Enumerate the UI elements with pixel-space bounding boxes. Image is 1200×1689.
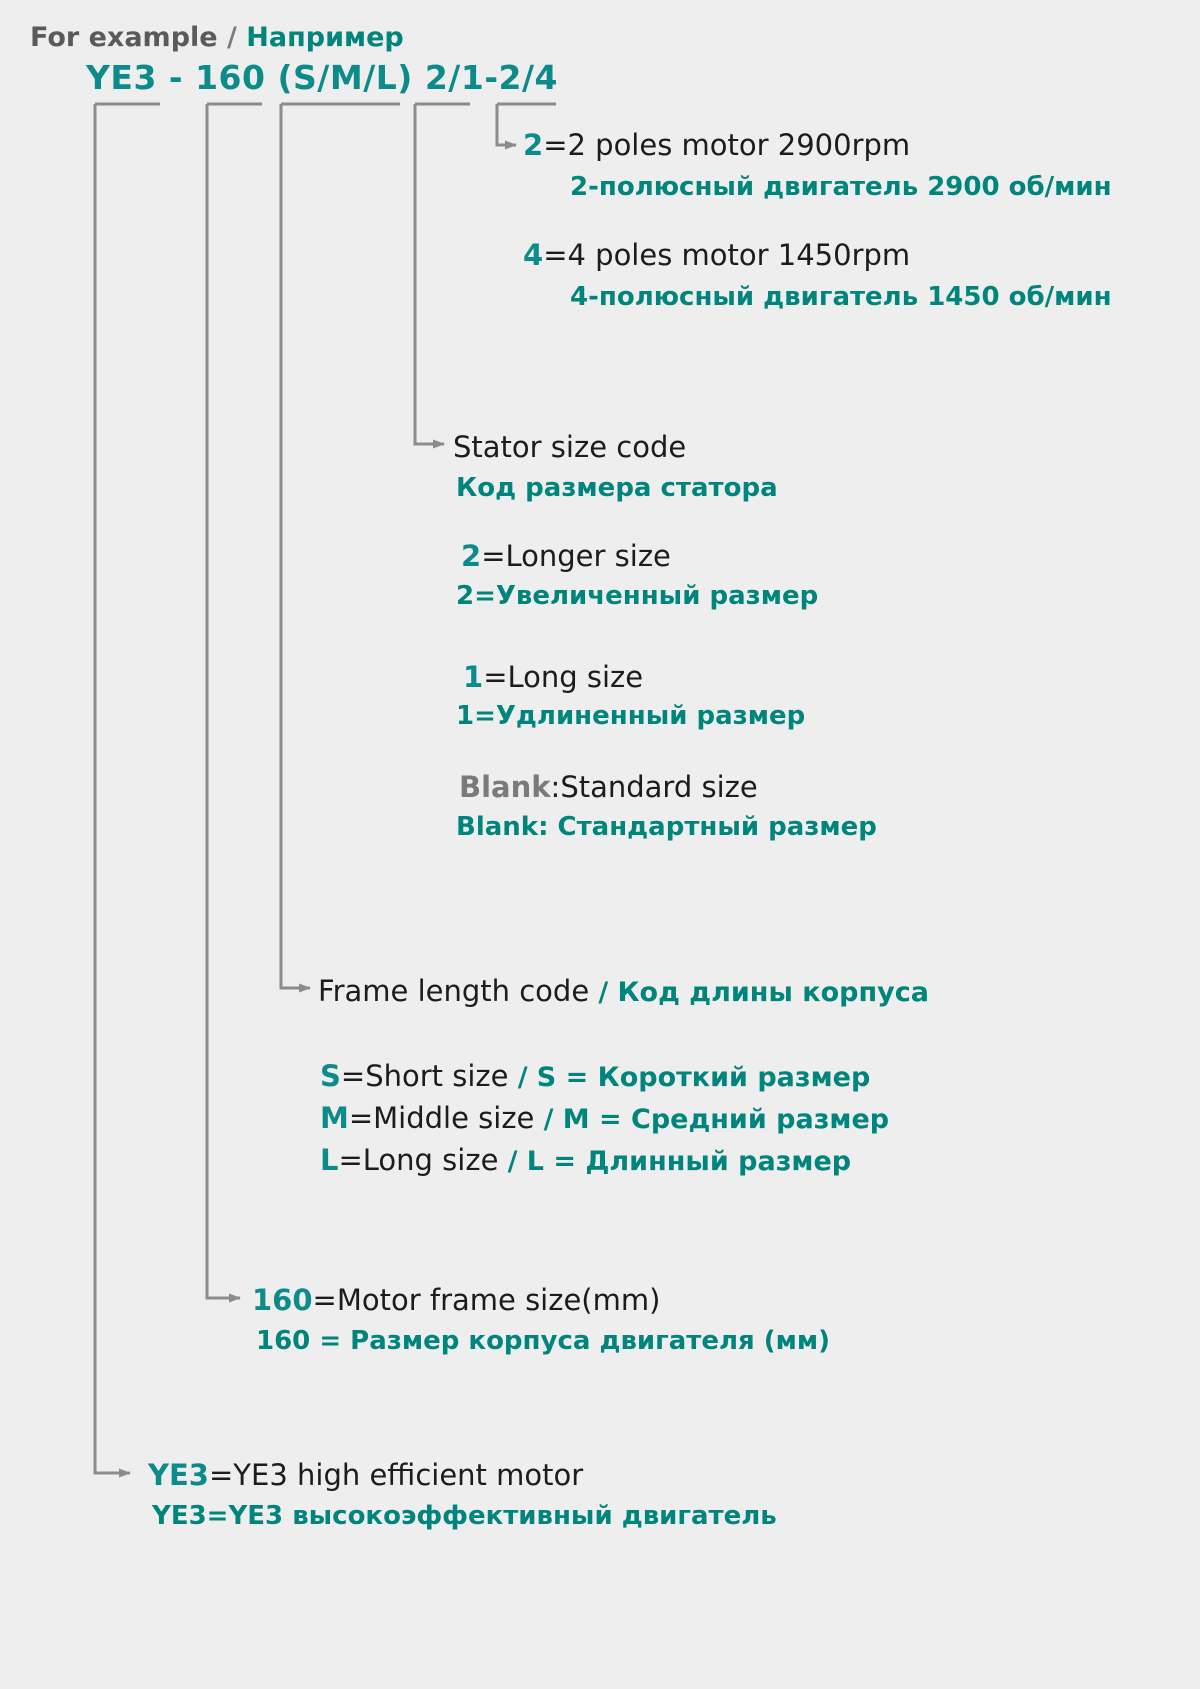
callout-frame-m-ru: M = Средний размер bbox=[562, 1104, 890, 1135]
callout-stator-long-ru: 1=Удлиненный размер bbox=[456, 701, 806, 731]
callout-stator-blank-ru: Blank: Стандартный размер bbox=[456, 812, 877, 842]
callout-frame-en: Frame length code / Код длины корпуса bbox=[318, 974, 929, 1008]
callout-frame-s-text: =Short size bbox=[340, 1059, 509, 1093]
callout-frame-slash: / bbox=[598, 977, 609, 1008]
callout-stator-long-en: 1=Long size bbox=[463, 660, 643, 694]
callout-series-key: YE3 bbox=[148, 1458, 209, 1492]
leader-poles bbox=[495, 104, 517, 150]
callout-stator-long-text: =Long size bbox=[483, 660, 644, 694]
callout-frame-size-en: 160=Motor frame size(mm) bbox=[252, 1283, 660, 1317]
callout-frame-text: Frame length code bbox=[318, 974, 590, 1008]
callout-frame-m-key: M bbox=[320, 1101, 349, 1135]
callout-poles4-text: =4 poles motor 1450rpm bbox=[543, 238, 911, 272]
title-ru: Например bbox=[246, 22, 404, 53]
callout-poles2-en: 2=2 poles motor 2900rpm bbox=[523, 128, 910, 162]
callout-frame-m: M=Middle size / M = Средний размер bbox=[320, 1101, 889, 1135]
callout-frame-size-ru: 160 = Размер корпуса двигателя (мм) bbox=[256, 1326, 831, 1356]
callout-series-ru: YE3=YE3 высокоэффективный двигатель bbox=[152, 1501, 777, 1531]
callout-frame-m-slash: / bbox=[543, 1104, 554, 1135]
callout-stator-ru: Код размера статора bbox=[456, 473, 778, 503]
callout-stator-longer-ru: 2=Увеличенный размер bbox=[456, 581, 819, 611]
callout-series-text: =YE3 high efficient motor bbox=[209, 1458, 584, 1492]
callout-frame-l-slash: / bbox=[507, 1146, 518, 1177]
model-code: YE3 - 160 (S/M/L) 2/1-2/4 bbox=[86, 58, 558, 97]
callout-poles4-ru: 4-полюсный двигатель 1450 об/мин bbox=[570, 282, 1112, 312]
callout-stator-blank-en: Blank:Standard size bbox=[459, 770, 758, 804]
callout-frame-l: L=Long size / L = Длинный размер bbox=[320, 1143, 851, 1177]
callout-stator-en: Stator size code bbox=[453, 430, 687, 464]
callout-frame-size-text: =Motor frame size(mm) bbox=[312, 1283, 661, 1317]
leader-frame-size bbox=[205, 104, 241, 1303]
callout-stator-blank-text: :Standard size bbox=[550, 770, 758, 804]
page-title: For example / Например bbox=[30, 22, 404, 53]
callout-poles4-key: 4 bbox=[523, 238, 544, 272]
callout-series-en: YE3=YE3 high efficient motor bbox=[148, 1458, 583, 1492]
leader-series bbox=[93, 104, 131, 1478]
callout-frame-s-key: S bbox=[320, 1059, 341, 1093]
callout-frame-s-slash: / bbox=[517, 1062, 528, 1093]
callout-frame-l-ru: L = Длинный размер bbox=[526, 1146, 852, 1177]
callout-poles2-ru: 2-полюсный двигатель 2900 об/мин bbox=[570, 172, 1112, 202]
callout-frame-l-key: L bbox=[320, 1143, 339, 1177]
leader-stator bbox=[413, 104, 445, 449]
title-en: For example bbox=[30, 22, 218, 53]
callout-poles2-text: =2 poles motor 2900rpm bbox=[543, 128, 911, 162]
callout-stator-long-key: 1 bbox=[463, 660, 484, 694]
callout-frame-ru: Код длины корпуса bbox=[617, 977, 929, 1008]
callout-frame-m-text: =Middle size bbox=[348, 1101, 535, 1135]
leader-frame bbox=[279, 104, 311, 993]
callout-stator-longer-en: 2=Longer size bbox=[461, 539, 671, 573]
callout-poles2-key: 2 bbox=[523, 128, 544, 162]
callout-poles4-en: 4=4 poles motor 1450rpm bbox=[523, 238, 910, 272]
callout-frame-size-key: 160 bbox=[252, 1283, 313, 1317]
title-separator: / bbox=[227, 22, 237, 53]
callout-stator-longer-text: =Longer size bbox=[481, 539, 671, 573]
callout-frame-s: S=Short size / S = Короткий размер bbox=[320, 1059, 870, 1093]
callout-frame-s-ru: S = Короткий размер bbox=[536, 1062, 871, 1093]
callout-stator-longer-key: 2 bbox=[461, 539, 482, 573]
callout-frame-l-text: =Long size bbox=[338, 1143, 499, 1177]
callout-stator-blank-key: Blank bbox=[459, 770, 551, 804]
